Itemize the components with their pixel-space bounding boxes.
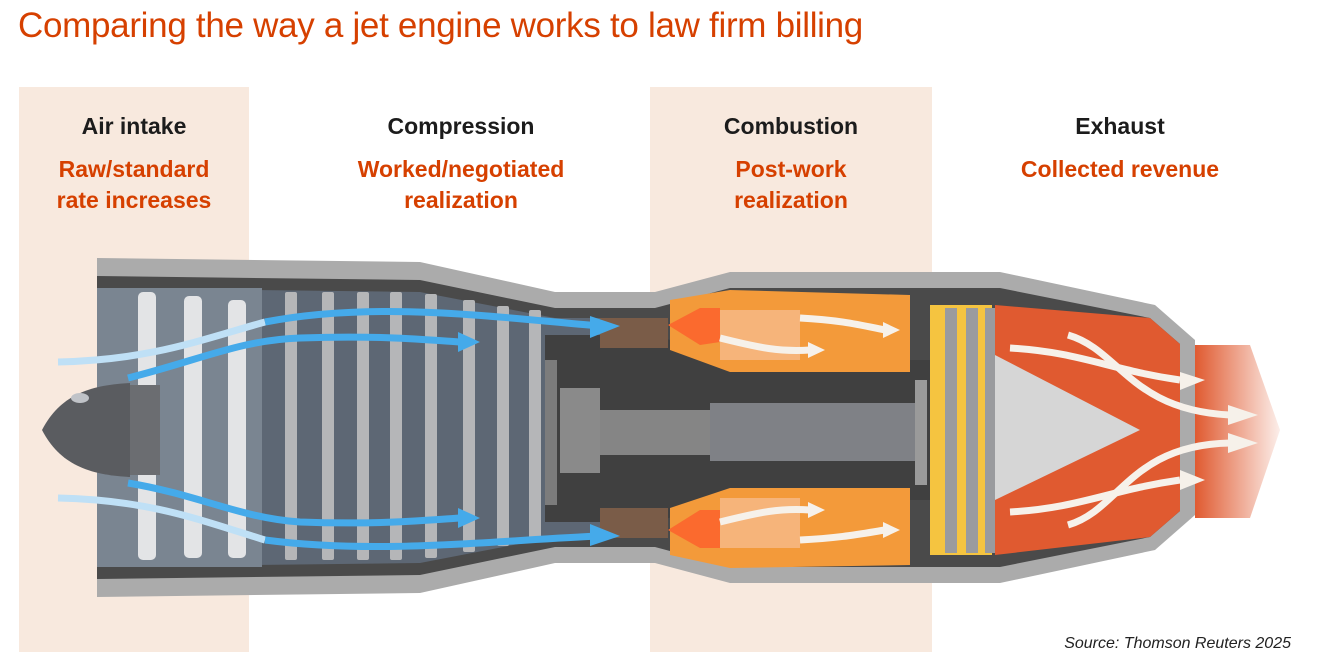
stage-billing-label: Worked/negotiated realization [300,154,622,216]
combustion-chamber-bottom [668,488,910,568]
stage-exhaust: Exhaust Collected revenue [960,112,1280,185]
shaft [545,360,927,505]
billing-line-2: realization [404,187,518,213]
airflow-arrows [57,307,601,551]
page-title: Comparing the way a jet engine works to … [18,6,863,45]
billing-line-1: Raw/standard [58,156,210,182]
stage-heading: Exhaust [1075,113,1165,139]
combustion-chamber-top [668,290,910,372]
hot-gas-arrowheads [808,322,1258,538]
stage-billing-label: Post-work realization [650,154,932,216]
stage-billing-label: Raw/standard rate increases [19,154,249,216]
exhaust-cone [995,355,1140,500]
nose-cone [42,383,130,477]
billing-line-1: Post-work [735,156,847,182]
billing-line-2: rate increases [56,187,212,213]
billing-line-1: Collected revenue [1020,156,1220,182]
billing-line-2: realization [734,187,848,213]
stage-heading: Air intake [81,113,187,139]
compressor-stages [285,292,541,560]
hot-gas-arrows [719,314,1231,544]
billing-line-1: Worked/negotiated [357,156,565,182]
airflow-arrowheads [458,316,620,546]
stage-heading: Compression [387,113,535,139]
stage-heading: Combustion [723,113,859,139]
stage-compression: Compression Worked/negotiated realizatio… [300,112,622,216]
source-note: Source: Thomson Reuters 2025 [1064,635,1291,652]
stage-combustion: Combustion Post-work realization [650,112,932,216]
turbine-stages [930,305,997,555]
stage-billing-label: Collected revenue [960,154,1280,185]
stage-air-intake: Air intake Raw/standard rate increases [19,112,249,216]
